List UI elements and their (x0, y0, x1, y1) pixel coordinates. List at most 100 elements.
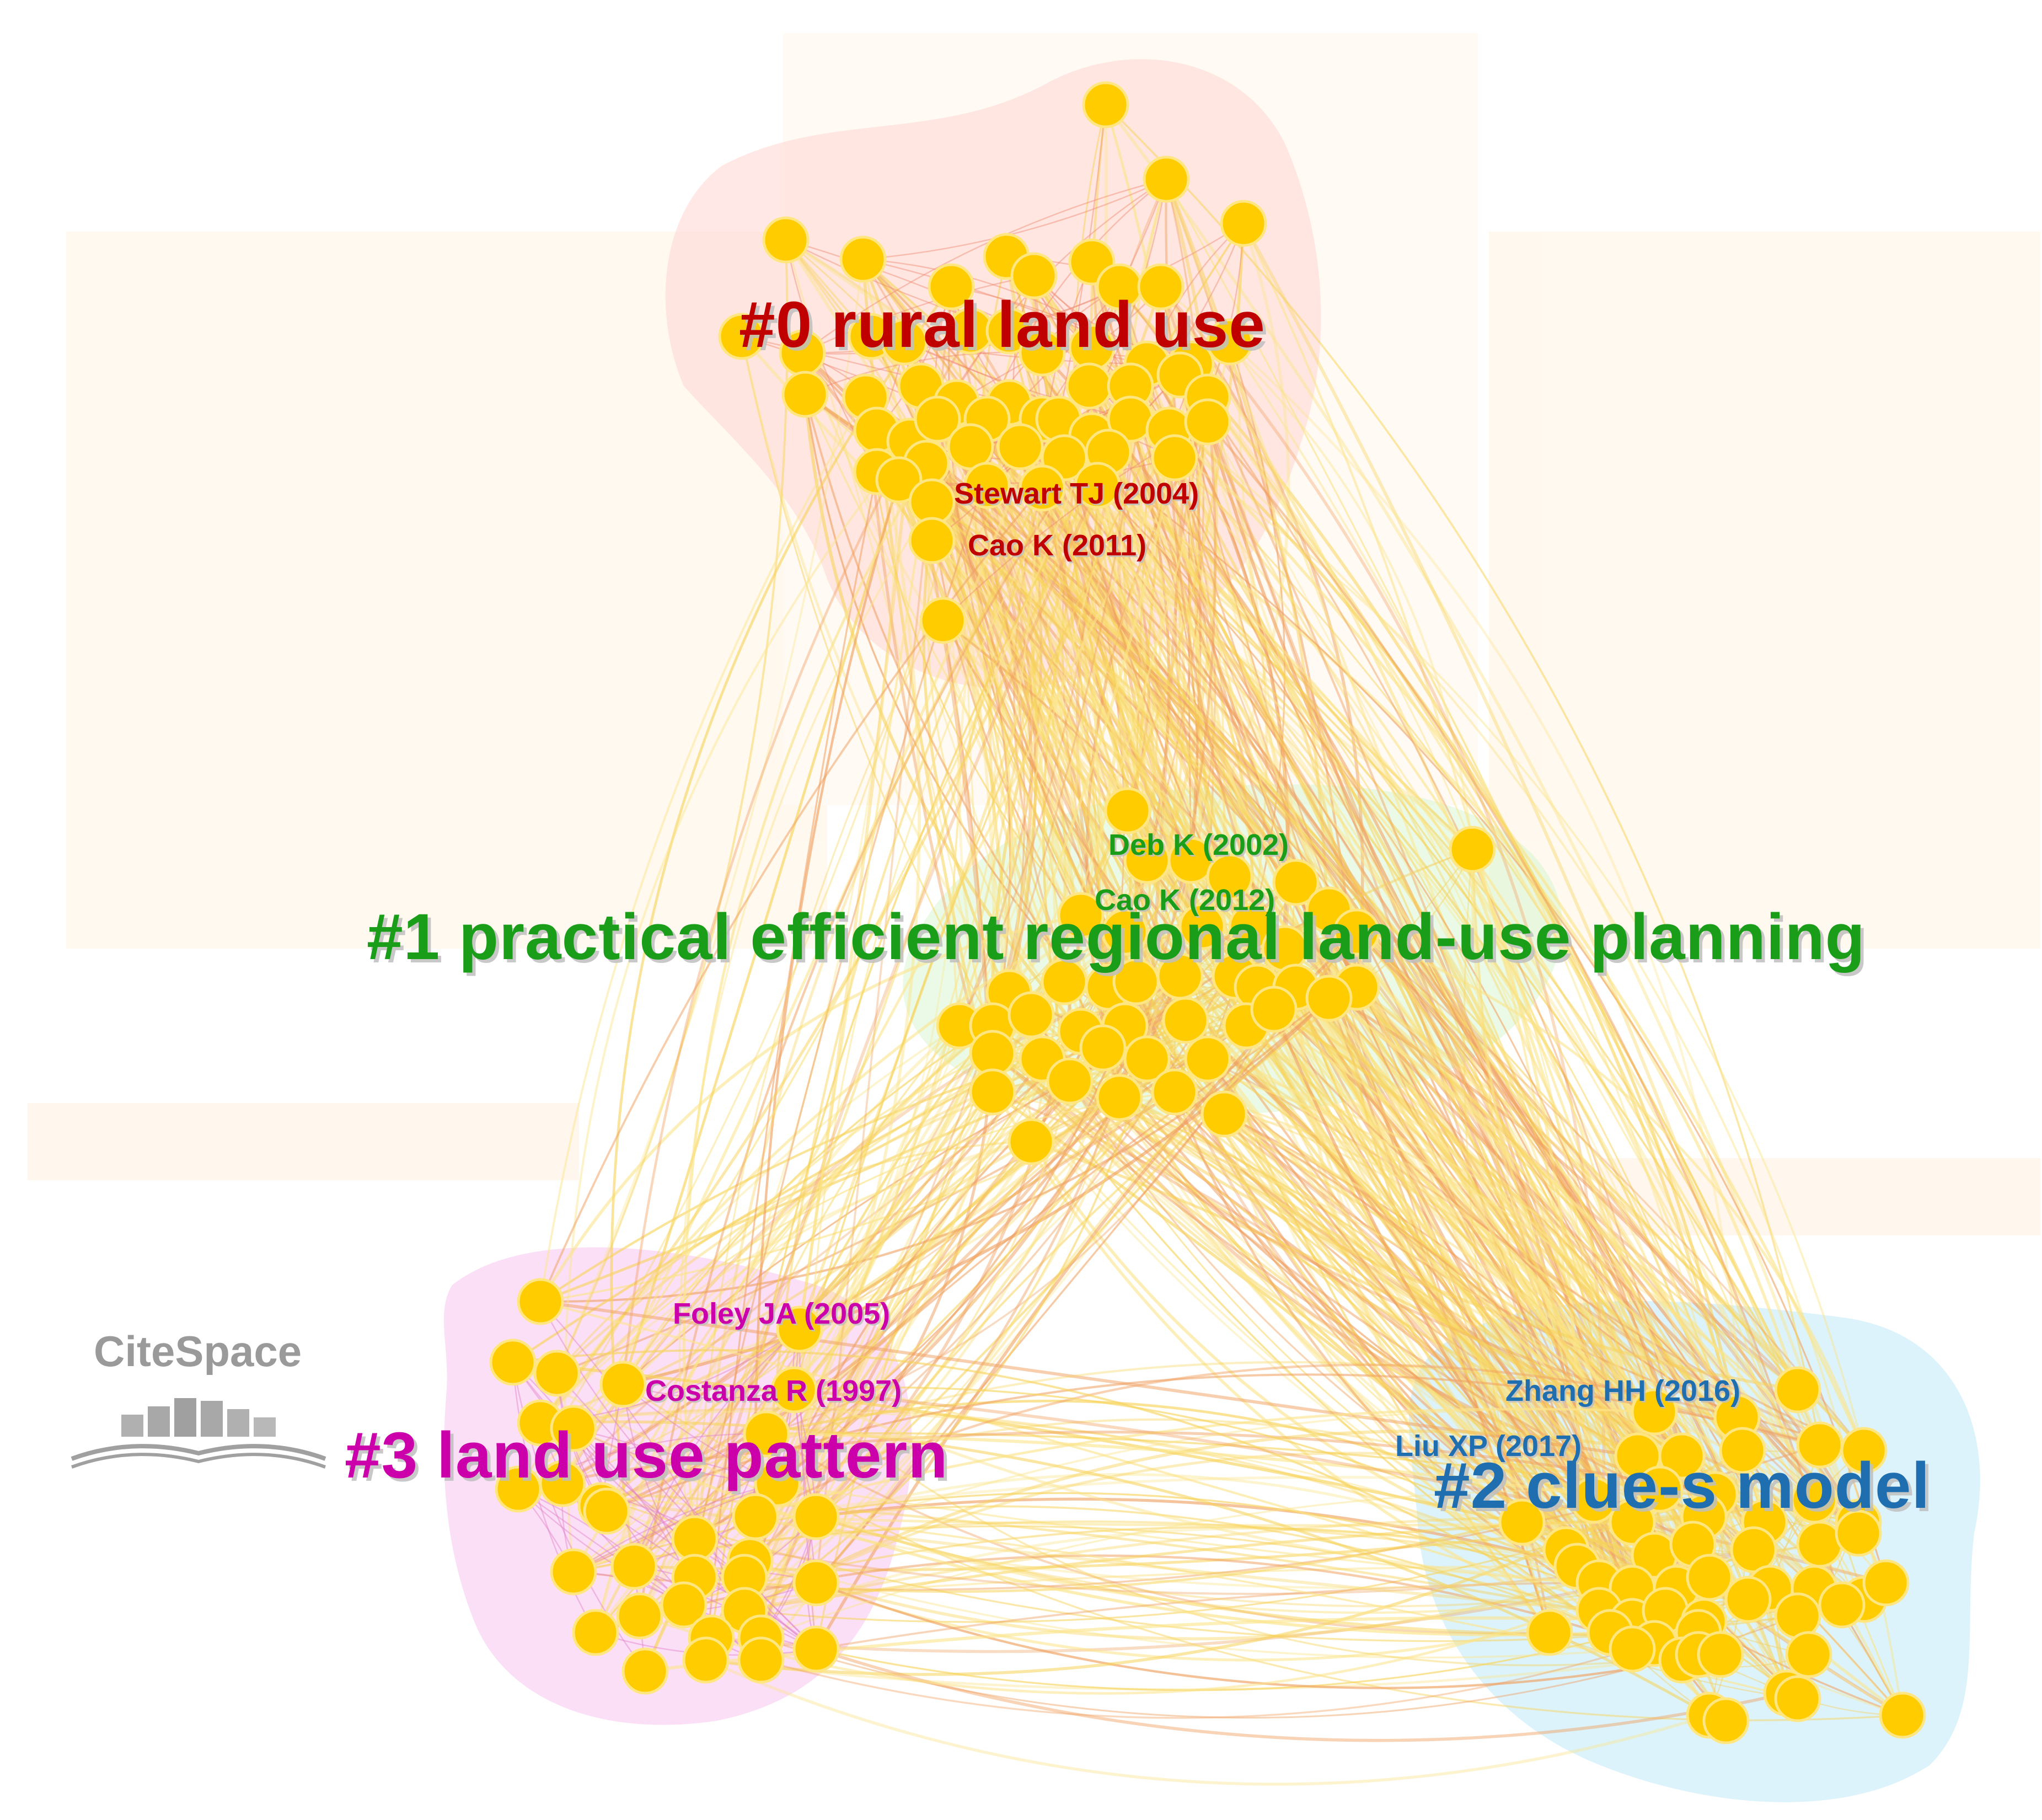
reference-node[interactable] (1019, 464, 1066, 512)
reference-node[interactable] (1796, 1521, 1843, 1568)
reference-node[interactable] (1123, 1035, 1171, 1083)
reference-node[interactable] (1250, 986, 1298, 1033)
reference-node[interactable] (985, 307, 1033, 355)
reference-node[interactable] (908, 517, 956, 564)
reference-node[interactable] (1840, 1427, 1888, 1474)
reference-node[interactable] (914, 395, 961, 443)
reference-node[interactable] (776, 1305, 823, 1353)
reference-node[interactable] (1636, 1465, 1684, 1513)
reference-node[interactable] (517, 1278, 564, 1325)
reference-node[interactable] (1162, 997, 1209, 1044)
reference-label-zhang-hh-2016[interactable]: Zhang HH (2016) (1505, 1374, 1741, 1407)
reference-label-cao-k-2011[interactable]: Cao K (2011) (968, 529, 1147, 562)
reference-node[interactable] (1151, 434, 1198, 481)
reference-node[interactable] (762, 216, 810, 264)
reference-node[interactable] (969, 1068, 1016, 1116)
reference-node[interactable] (1010, 252, 1058, 299)
reference-node[interactable] (1835, 1509, 1882, 1557)
reference-node[interactable] (1449, 826, 1496, 873)
reference-node[interactable] (1609, 1625, 1656, 1673)
reference-node[interactable] (919, 597, 967, 644)
reference-node[interactable] (1697, 1631, 1744, 1678)
cluster-label-1[interactable]: #1 practical efficient regional land-use… (367, 901, 1866, 973)
reference-node[interactable] (792, 1625, 840, 1673)
reference-node[interactable] (1228, 903, 1275, 950)
reference-node[interactable] (1007, 1118, 1055, 1165)
reference-node[interactable] (1206, 853, 1253, 901)
reference-node[interactable] (1082, 81, 1129, 129)
reference-node[interactable] (875, 456, 923, 504)
reference-node[interactable] (610, 1543, 658, 1590)
reference-node[interactable] (743, 1410, 790, 1458)
reference-node[interactable] (1724, 1576, 1772, 1623)
reference-node[interactable] (1079, 1024, 1127, 1072)
reference-node[interactable] (1818, 1581, 1866, 1629)
reference-node[interactable] (1184, 398, 1231, 446)
reference-node[interactable] (732, 1493, 779, 1540)
cluster-label-2[interactable]: #2 clue-s model (1434, 1449, 1931, 1522)
reference-node[interactable] (737, 1636, 785, 1684)
reference-node[interactable] (1137, 263, 1185, 311)
reference-node[interactable] (1220, 200, 1267, 247)
reference-node[interactable] (1526, 1609, 1573, 1656)
reference-node[interactable] (1143, 156, 1190, 203)
reference-node[interactable] (1184, 1035, 1231, 1083)
reference-node[interactable] (1702, 1697, 1750, 1744)
reference-node[interactable] (781, 371, 829, 418)
reference-node[interactable] (1498, 1498, 1546, 1546)
cluster-label-0[interactable]: #0 rural land use (739, 288, 1266, 361)
reference-node[interactable] (1774, 1592, 1821, 1640)
reference-node[interactable] (539, 1460, 586, 1507)
reference-node[interactable] (1774, 1366, 1821, 1414)
reference-node[interactable] (839, 235, 887, 283)
reference-node[interactable] (1333, 908, 1380, 956)
reference-node[interactable] (533, 1350, 581, 1397)
cluster-label-3[interactable]: #3 land use pattern (345, 1419, 948, 1492)
reference-node[interactable] (1272, 859, 1320, 906)
reference-node[interactable] (660, 1581, 708, 1629)
reference-node[interactable] (1879, 1691, 1926, 1739)
reference-node[interactable] (718, 313, 765, 360)
reference-node[interactable] (599, 1361, 647, 1408)
reference-node[interactable] (1686, 1554, 1733, 1601)
reference-node[interactable] (583, 1487, 630, 1535)
reference-label-costanza-r-1997[interactable]: Costanza R (1997) (645, 1374, 902, 1407)
reference-node[interactable] (1096, 1074, 1143, 1121)
reference-label-deb-k-2002[interactable]: Deb K (2002) (1108, 828, 1289, 861)
reference-node[interactable] (1570, 1476, 1617, 1524)
reference-node[interactable] (770, 1366, 818, 1414)
reference-node[interactable] (1019, 329, 1066, 377)
reference-node[interactable] (1046, 1057, 1094, 1105)
reference-node[interactable] (1609, 1498, 1656, 1546)
reference-node[interactable] (963, 462, 1011, 509)
reference-node[interactable] (1862, 1559, 1910, 1607)
reference-node[interactable] (1178, 903, 1226, 950)
reference-node[interactable] (550, 1548, 597, 1596)
reference-node[interactable] (572, 1609, 619, 1656)
reference-node[interactable] (1007, 991, 1055, 1039)
reference-node[interactable] (1104, 787, 1151, 834)
reference-node[interactable] (616, 1592, 663, 1640)
reference-node[interactable] (1074, 462, 1121, 509)
reference-label-cao-k-2012[interactable]: Cao K (2012) (1095, 884, 1275, 917)
reference-node[interactable] (1200, 1090, 1248, 1138)
reference-node[interactable] (489, 1339, 537, 1386)
reference-node[interactable] (1151, 1068, 1198, 1116)
reference-label-foley-ja-2005[interactable]: Foley JA (2005) (673, 1297, 891, 1330)
reference-node[interactable] (1206, 318, 1253, 366)
reference-node[interactable] (881, 318, 928, 366)
reference-node[interactable] (792, 1559, 840, 1607)
reference-node[interactable] (792, 1493, 840, 1540)
reference-node[interactable] (754, 1460, 801, 1507)
reference-label-liu-xp-2017[interactable]: Liu XP (2017) (1395, 1430, 1582, 1463)
reference-node[interactable] (682, 1636, 730, 1684)
reference-label-stewart-tj-2004[interactable]: Stewart TJ (2004) (954, 477, 1199, 510)
reference-node[interactable] (1719, 1427, 1766, 1474)
reference-node[interactable] (928, 263, 975, 311)
reference-node[interactable] (1631, 1388, 1678, 1436)
reference-node[interactable] (1785, 1631, 1832, 1678)
reference-node[interactable] (621, 1647, 669, 1695)
reference-node[interactable] (1057, 892, 1105, 939)
reference-node[interactable] (1774, 1675, 1821, 1722)
reference-node[interactable] (1101, 908, 1149, 956)
